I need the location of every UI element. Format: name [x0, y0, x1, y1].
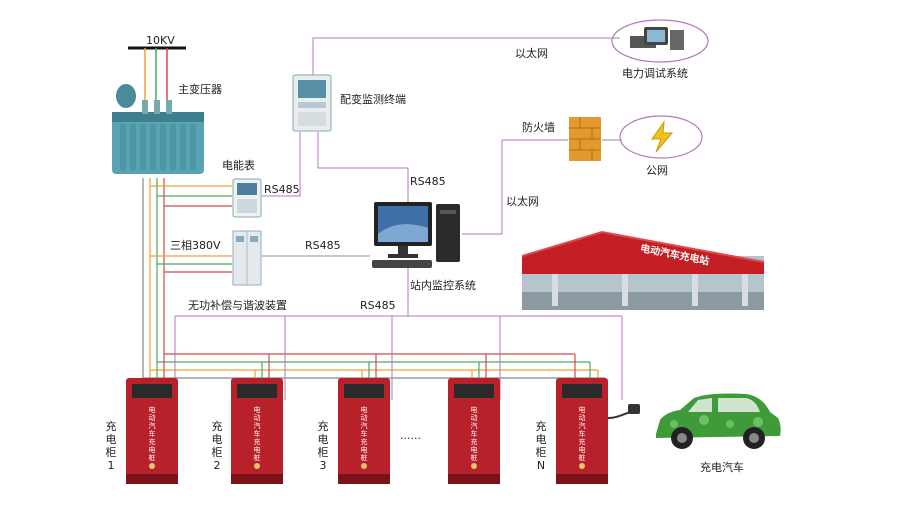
monitor-terminal-device	[292, 74, 332, 132]
cabinet-panel-text: 电动汽车充电桩	[470, 406, 478, 462]
cabinet-3-label: 充电柜3	[317, 420, 329, 472]
firewall-label: 防火墙	[522, 121, 555, 134]
lv-feeders	[142, 178, 165, 378]
ethernet-mid-label: 以太网	[506, 195, 539, 208]
charging-cabinet-1: 电动汽车充电桩	[126, 378, 178, 484]
compensator-branch	[150, 255, 232, 273]
signal-lines	[174, 37, 623, 400]
charging-station-canopy: 电动汽车充电站	[521, 226, 765, 310]
public-net-label: 公网	[646, 164, 668, 177]
station-monitor-label: 站内监控系统	[410, 279, 476, 292]
voltage-label: 10KV	[146, 34, 175, 47]
debug-system-device	[610, 18, 710, 64]
charging-cabinet-2: 电动汽车充电桩	[231, 378, 283, 484]
rs485-terminal-label: RS485	[410, 175, 446, 188]
debug-system-label: 电力调试系统	[622, 67, 688, 80]
compensator-label: 无功补偿与谐波装置	[188, 299, 287, 312]
charging-cabinet-3: 电动汽车充电桩	[338, 378, 390, 484]
cabinet-panel-text: 电动汽车充电桩	[578, 406, 586, 462]
ethernet-top-label: 以太网	[515, 47, 548, 60]
three-phase-label: 三相380V	[170, 239, 221, 252]
cabinet-2-label: 充电柜2	[211, 420, 223, 472]
compensator-device	[232, 230, 262, 286]
cabinet-panel-text: 电动汽车充电桩	[253, 406, 261, 462]
cabinet-n-label: 充电柜N	[535, 420, 547, 472]
rs485-bus-label: RS485	[360, 299, 396, 312]
station-monitor-computer	[368, 198, 464, 272]
energy-meter-device	[232, 178, 262, 218]
ev-label: 充电汽车	[700, 461, 744, 474]
meter-branch	[150, 185, 232, 207]
cabinet-panel-text: 电动汽车充电桩	[148, 406, 156, 462]
transformer-label: 主变压器	[178, 83, 222, 96]
rs485-compensator-label: RS485	[305, 239, 341, 252]
energy-meter-label: 电能表	[222, 159, 255, 172]
cabinet-panel-text: 电动汽车充电桩	[360, 406, 368, 462]
distribution-buses	[143, 353, 605, 379]
monitor-terminal-label: 配变监测终端	[340, 93, 406, 106]
public-network-device	[618, 114, 704, 160]
charging-cabinet-n: 电动汽车充电桩	[556, 378, 608, 484]
firewall-device	[568, 116, 602, 162]
charging-cabinet-4: 电动汽车充电桩	[448, 378, 500, 484]
transformer-device	[108, 84, 208, 180]
cabinet-1-label: 充电柜1	[105, 420, 117, 472]
ellipsis-label: ......	[400, 429, 421, 442]
charging-plug	[628, 404, 640, 414]
electric-vehicle	[650, 390, 784, 454]
rs485-meter-label: RS485	[264, 183, 300, 196]
